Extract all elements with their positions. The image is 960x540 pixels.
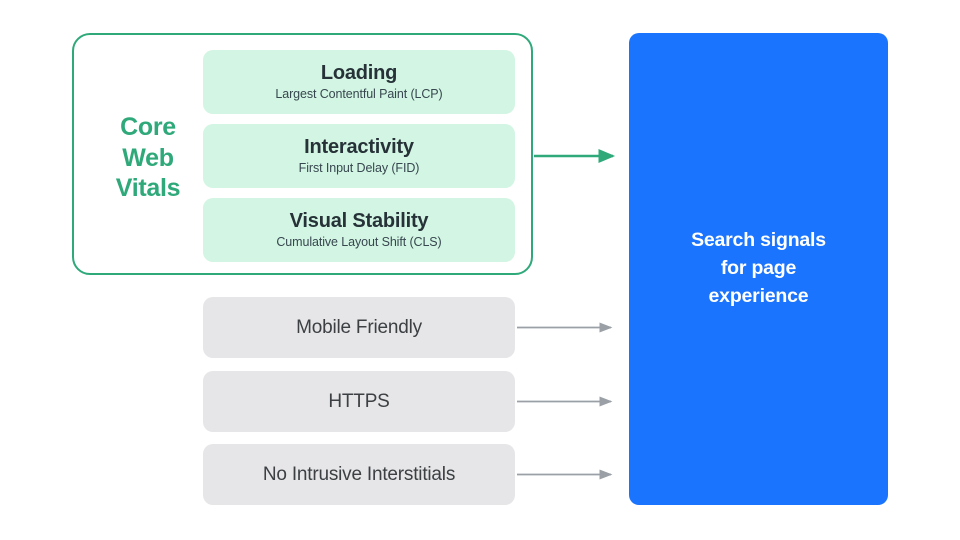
search-signals-panel-label: Search signals for page experience xyxy=(691,229,826,307)
signal-card-https[interactable]: HTTPS xyxy=(203,371,515,432)
signal-label: HTTPS xyxy=(328,390,390,412)
metric-card-visual-stability[interactable]: Visual Stability Cumulative Layout Shift… xyxy=(203,198,515,262)
metric-card-loading[interactable]: Loading Largest Contentful Paint (LCP) xyxy=(203,50,515,114)
signal-label: No Intrusive Interstitials xyxy=(262,463,456,485)
metric-subtitle: Cumulative Layout Shift (CLS) xyxy=(276,235,442,249)
search-signals-panel[interactable]: Search signals for page experience xyxy=(629,33,888,505)
signal-card-mobile-friendly[interactable]: Mobile Friendly xyxy=(203,297,515,358)
metric-subtitle: Largest Contentful Paint (LCP) xyxy=(275,87,443,101)
signal-card-no-intrusive-interstitials[interactable]: No Intrusive Interstitials xyxy=(203,444,515,505)
metric-title: Loading xyxy=(320,62,398,84)
metric-title: Visual Stability xyxy=(289,210,429,232)
core-web-vitals-group-label: Core Web Vitals xyxy=(115,113,181,202)
metric-subtitle: First Input Delay (FID) xyxy=(298,161,420,175)
metric-card-interactivity[interactable]: Interactivity First Input Delay (FID) xyxy=(203,124,515,188)
signal-label: Mobile Friendly xyxy=(296,316,422,338)
metric-title: Interactivity xyxy=(304,136,414,158)
